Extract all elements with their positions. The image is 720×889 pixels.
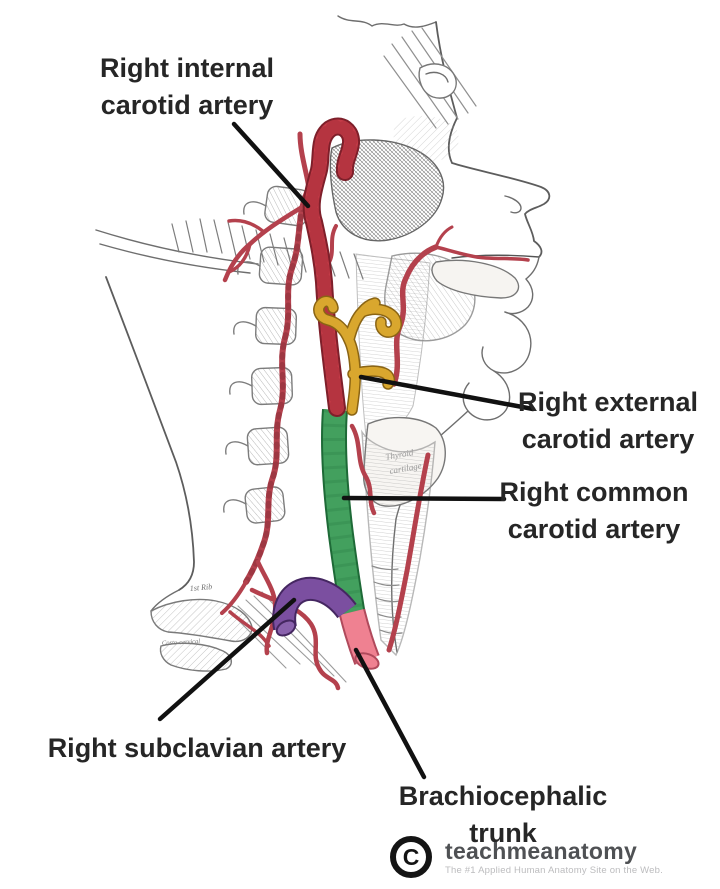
orbital-region [418, 63, 457, 99]
subclavian-tube [274, 578, 356, 630]
engraving-note-thyroid-1: Thyroid [385, 447, 415, 462]
back-neck-outline [105, 276, 195, 591]
lower-neck-branch-2 [255, 559, 278, 656]
brachiocephalic-trunk-highlight [338, 608, 380, 670]
vertebral-artery-banding [243, 185, 312, 585]
subclavian-cut-end [275, 619, 297, 637]
superior-thyroid-artery [349, 423, 377, 516]
label-line: Right subclavian artery [47, 733, 347, 763]
engraving-note-costo: Costo-cervical [162, 638, 201, 647]
nostril-line [504, 195, 522, 214]
label-line: carotid artery [521, 424, 695, 454]
common-carotid-tube [322, 409, 364, 618]
lower-neck-branch-1 [220, 580, 248, 615]
orbital-inner-line [425, 71, 449, 83]
first-rib-shape [159, 642, 232, 672]
label-line: carotid artery [507, 514, 681, 544]
artery-network-red [220, 131, 530, 691]
subclavian-highlight [272, 576, 357, 637]
label-right-internal-carotid-artery: Right internal carotid artery [62, 50, 312, 124]
shoulder-outline [150, 589, 180, 612]
pharynx-band [355, 253, 431, 438]
external-carotid-tube [314, 297, 401, 415]
lower-neck-branch-3 [228, 610, 271, 648]
facial-artery [391, 244, 439, 387]
label-brachiocephalic-trunk: Brachiocephalic trunk [362, 778, 644, 852]
inferior-thyroid-artery [386, 452, 431, 653]
leader-line-brachiocephalic [353, 647, 427, 780]
trapezius-edge-2 [99, 243, 251, 274]
cheek-hatch [393, 115, 459, 163]
copyright-icon: C [390, 836, 432, 878]
occipital-branches [227, 218, 266, 274]
label-right-common-carotid-artery: Right common carotid artery [468, 474, 720, 548]
trachea-rings [371, 565, 403, 635]
label-line: Right common [499, 477, 689, 507]
brand-text: teachmeanatomy The #1 Applied Human Anat… [445, 837, 663, 876]
label-line: Right internal [100, 53, 274, 83]
external-carotid-highlight [313, 295, 402, 416]
leader-line-internal-carotid [231, 121, 311, 209]
label-line: carotid artery [100, 90, 274, 120]
leader-line-external-carotid [358, 374, 536, 412]
label-right-subclavian-artery: Right subclavian artery [38, 730, 356, 767]
skull-cut-edge [337, 15, 437, 28]
engraving-note-rib: 1st Rib [189, 582, 212, 593]
mouth-line [451, 254, 540, 259]
label-right-external-carotid-artery: Right external carotid artery [482, 384, 720, 458]
trapezius-edge-1 [95, 229, 259, 265]
chin-lobe-1 [481, 311, 532, 374]
brand-logo: C teachmeanatomy The #1 Applied Human An… [390, 836, 663, 878]
angular-artery [434, 225, 454, 249]
leader-lines [157, 121, 536, 780]
brand-name: teachmeanatomy [445, 837, 638, 864]
labial-artery [434, 245, 530, 262]
tongue-shape [431, 259, 520, 299]
lower-lip-chin [504, 256, 540, 315]
common-carotid-highlight [320, 409, 366, 619]
leader-line-common-carotid [341, 495, 507, 502]
brand-tagline: The #1 Applied Human Anatomy Site on the… [445, 864, 663, 876]
leader-line-subclavian [157, 597, 297, 722]
label-line: Right external [517, 387, 699, 417]
clavicle-shape [150, 598, 253, 643]
label-line: Brachiocephalic trunk [398, 781, 608, 848]
